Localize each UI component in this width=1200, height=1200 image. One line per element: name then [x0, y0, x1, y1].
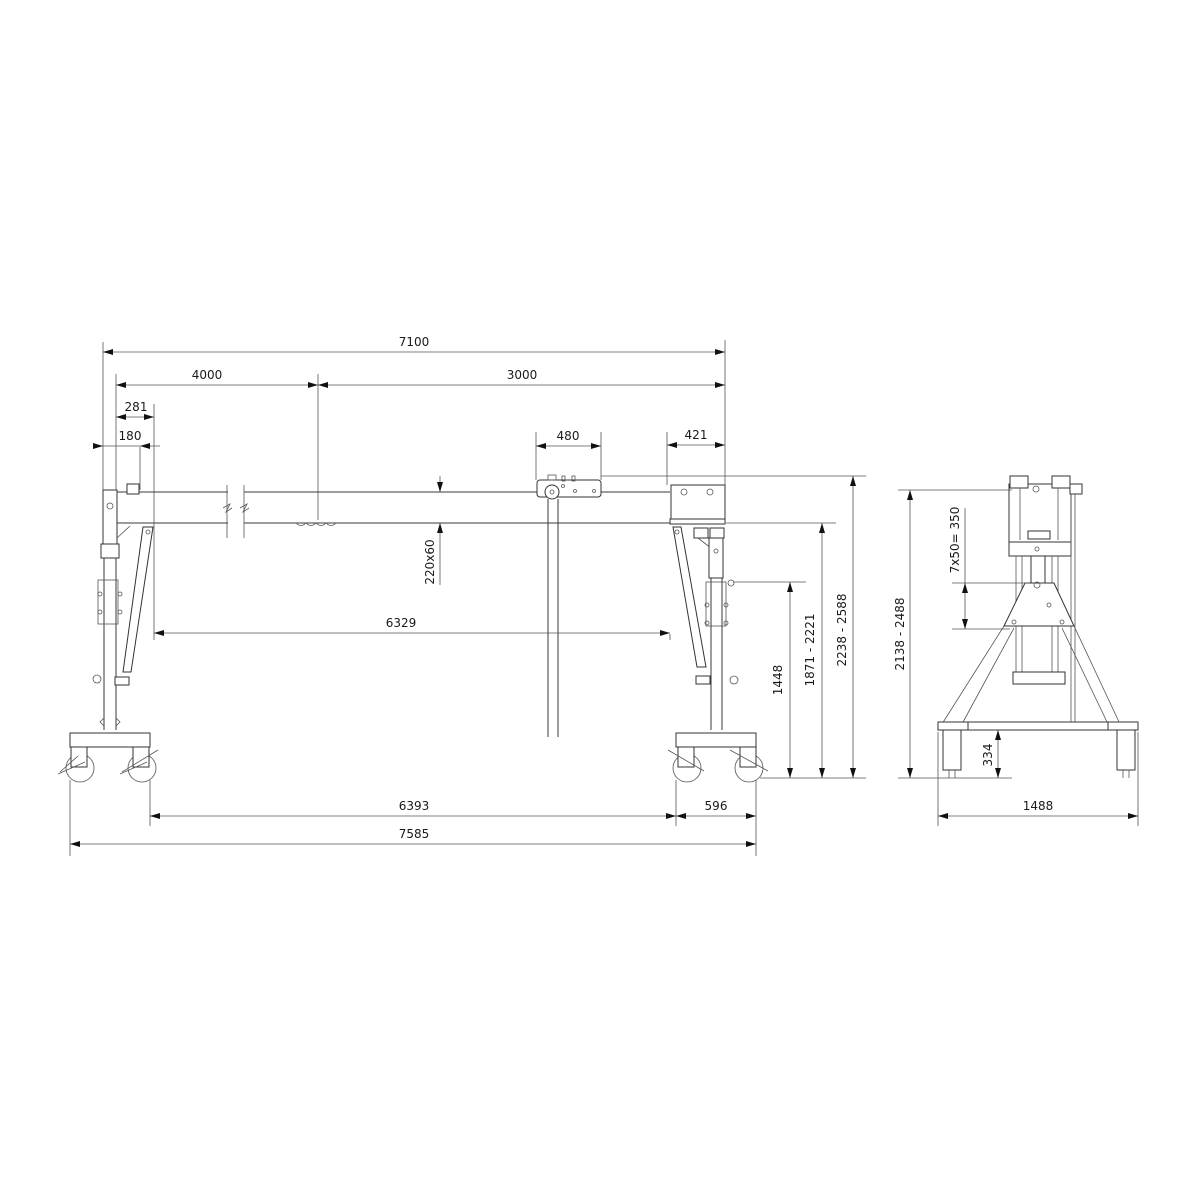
- dim-2238-2588: 2238 - 2588: [835, 593, 849, 666]
- dim-220x60: 220x60: [423, 539, 437, 584]
- side-frame: [937, 475, 1139, 778]
- trolley: [536, 474, 602, 737]
- dim-1488: 1488: [1023, 799, 1054, 813]
- right-caster-1: [667, 746, 705, 783]
- front-dimension-labels: 7100 4000 3000 281 180 480 421 220x60 63…: [119, 335, 849, 841]
- extension-lines: [69, 340, 866, 856]
- front-view: 7100 4000 3000 281 180 480 421 220x60 63…: [57, 335, 866, 856]
- left-caster-1: [57, 746, 95, 783]
- dim-4000: 4000: [192, 368, 223, 382]
- dim-3000: 3000: [507, 368, 538, 382]
- dim-596: 596: [705, 799, 728, 813]
- dimension-lines: [70, 349, 856, 847]
- dim-7585: 7585: [399, 827, 430, 841]
- main-beam: [117, 485, 670, 538]
- dim-6329: 6329: [386, 616, 417, 630]
- dim-7x50-350: 7x50= 350: [948, 507, 962, 574]
- dim-180: 180: [119, 429, 142, 443]
- right-leg: [667, 484, 769, 783]
- dim-1871-2221: 1871 - 2221: [803, 613, 817, 686]
- dim-7100: 7100: [399, 335, 430, 349]
- dim-480: 480: [557, 429, 580, 443]
- left-leg: [57, 483, 159, 783]
- dim-1448: 1448: [771, 665, 785, 696]
- dim-334: 334: [981, 744, 995, 767]
- dim-6393: 6393: [399, 799, 430, 813]
- side-extension-lines: [898, 489, 1139, 826]
- side-dimension-lines: [907, 490, 1138, 819]
- left-caster-2: [119, 746, 159, 783]
- right-caster-2: [729, 746, 769, 783]
- dim-421: 421: [685, 428, 708, 442]
- dim-281: 281: [125, 400, 148, 414]
- side-dimension-labels: 2138 - 2488 7x50= 350 334 1488: [893, 507, 1053, 813]
- dim-2138-2488: 2138 - 2488: [893, 597, 907, 670]
- side-view: 2138 - 2488 7x50= 350 334 1488: [893, 475, 1139, 826]
